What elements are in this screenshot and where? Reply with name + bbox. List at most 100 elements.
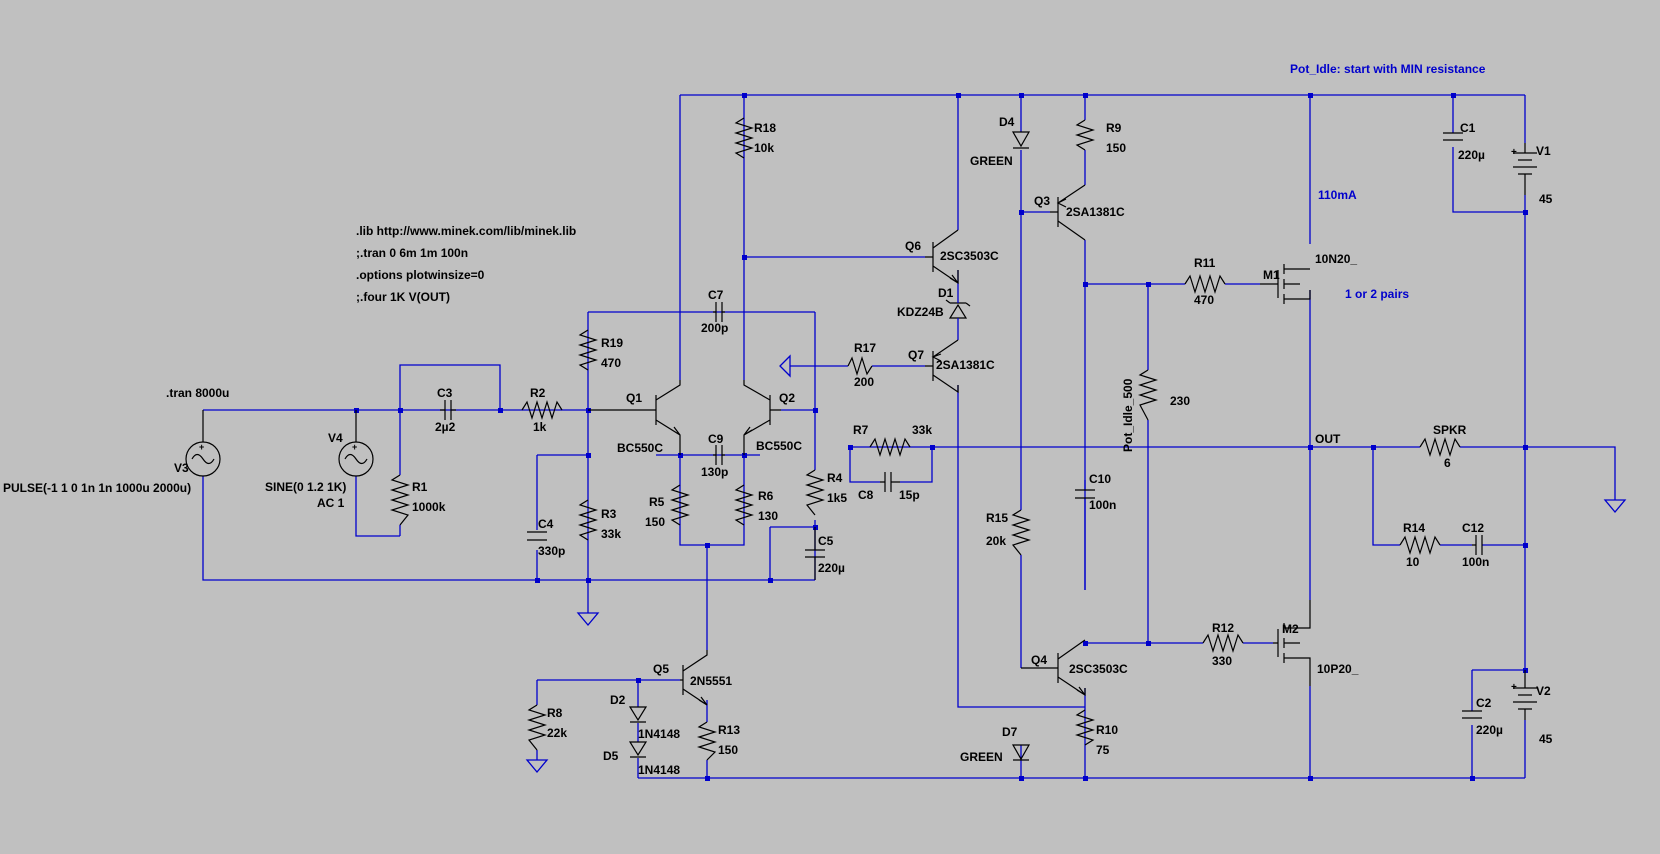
v3-source[interactable]: + <box>185 410 221 477</box>
q3-ref: Q3 <box>1034 194 1050 208</box>
v4-source[interactable]: + <box>338 410 374 477</box>
c7-ref: C7 <box>708 288 724 302</box>
r14-ref: R14 <box>1403 521 1425 535</box>
d4-ref: D4 <box>999 115 1015 129</box>
r18-value: 10k <box>754 141 774 155</box>
svg-text:+: + <box>352 442 357 452</box>
c10-value: 100n <box>1089 498 1116 512</box>
r2-ref: R2 <box>530 386 546 400</box>
r4-ref: R4 <box>827 471 843 485</box>
r4-value: 1k5 <box>827 491 847 505</box>
q7-ref: Q7 <box>908 348 924 362</box>
c12-ref: C12 <box>1462 521 1484 535</box>
d5-ref: D5 <box>603 749 619 763</box>
d7-ref: D7 <box>1002 725 1018 739</box>
r9-ref: R9 <box>1106 121 1122 135</box>
c4-value: 330p <box>538 544 565 558</box>
note-pairs: 1 or 2 pairs <box>1345 287 1409 301</box>
c2-ref: C2 <box>1476 696 1492 710</box>
component-labels: V3 PULSE(-1 1 0 1n 1n 1000u 2000u) V4 SI… <box>3 115 1553 777</box>
v3-ref: V3 <box>174 461 189 475</box>
r15-ref: R15 <box>986 511 1008 525</box>
d4-value: GREEN <box>970 154 1013 168</box>
directive-lib[interactable]: .lib http://www.minek.com/lib/minek.lib <box>356 224 576 238</box>
r3-ref: R3 <box>601 507 617 521</box>
q1-ref: Q1 <box>626 391 642 405</box>
mosfets <box>1260 264 1311 686</box>
r8-value: 22k <box>547 726 567 740</box>
q6-value: 2SC3503C <box>940 249 999 263</box>
r12-value: 330 <box>1212 654 1232 668</box>
spice-directives[interactable]: .lib http://www.minek.com/lib/minek.lib … <box>166 224 576 400</box>
directive-tran[interactable]: .tran 8000u <box>166 386 229 400</box>
d1-value: KDZ24B <box>897 305 944 319</box>
diodes <box>628 131 1031 761</box>
r5-value: 150 <box>645 515 665 529</box>
pot-ref: Pot_Idle_500 <box>1121 378 1135 452</box>
batteries: + + <box>1511 143 1537 720</box>
svg-text:+: + <box>1511 147 1517 158</box>
r19-ref: R19 <box>601 336 623 350</box>
c4-ref: C4 <box>538 517 554 531</box>
r19-value: 470 <box>601 356 621 370</box>
ground-symbols <box>525 499 1627 774</box>
svg-text:+: + <box>199 442 204 452</box>
v4-value: SINE(0 1.2 1K) <box>265 480 346 494</box>
q6-ref: Q6 <box>905 239 921 253</box>
d1-ref: D1 <box>938 286 954 300</box>
q1-value: BC550C <box>617 441 663 455</box>
c9-ref: C9 <box>708 432 724 446</box>
c1-value: 220µ <box>1458 148 1485 162</box>
q5-ref: Q5 <box>653 662 669 676</box>
q2-ref: Q2 <box>779 391 795 405</box>
r18-ref: R18 <box>754 121 776 135</box>
r8-ref: R8 <box>547 706 563 720</box>
wires <box>202 94 1616 779</box>
directive-four-commented[interactable]: ;.four 1K V(OUT) <box>356 290 450 304</box>
notes: Pot_Idle: start with MIN resistance 110m… <box>1290 62 1486 446</box>
c9-value: 130p <box>701 465 728 479</box>
v1-ref: V1 <box>1536 144 1551 158</box>
q4-ref: Q4 <box>1031 653 1047 667</box>
d7-value: GREEN <box>960 750 1003 764</box>
junctions <box>354 93 1528 781</box>
directive-tran-commented[interactable]: ;.tran 0 6m 1m 100n <box>356 246 468 260</box>
q5-value: 2N5551 <box>690 674 732 688</box>
c8-ref: C8 <box>858 488 874 502</box>
r15-value: 20k <box>986 534 1006 548</box>
r14-value: 10 <box>1406 555 1420 569</box>
c10-ref: C10 <box>1089 472 1111 486</box>
r7-ref: R7 <box>853 423 869 437</box>
resistors <box>389 117 1461 761</box>
v4-ref: V4 <box>328 431 343 445</box>
directive-options[interactable]: .options plotwinsize=0 <box>356 268 485 282</box>
q4-value: 2SC3503C <box>1069 662 1128 676</box>
q3-value: 2SA1381C <box>1066 205 1125 219</box>
r10-ref: R10 <box>1096 723 1118 737</box>
m1-ref: M1 <box>1263 268 1280 282</box>
pot-value: 230 <box>1170 394 1190 408</box>
capacitors <box>440 132 1483 719</box>
spkr-ref: SPKR <box>1433 423 1467 437</box>
r6-value: 130 <box>758 509 778 523</box>
d2-ref: D2 <box>610 693 626 707</box>
note-current: 110mA <box>1318 188 1357 202</box>
svg-text:+: + <box>1511 682 1517 693</box>
v1-value: 45 <box>1539 192 1553 206</box>
net-label-out: OUT <box>1315 432 1341 446</box>
c3-value: 2µ2 <box>435 420 456 434</box>
transistors <box>588 184 1086 706</box>
c5-value: 220µ <box>818 561 845 575</box>
r5-ref: R5 <box>649 495 665 509</box>
r3-value: 33k <box>601 527 621 541</box>
r6-ref: R6 <box>758 489 774 503</box>
c8-value: 15p <box>899 488 920 502</box>
q7-value: 2SA1381C <box>936 358 995 372</box>
r12-ref: R12 <box>1212 621 1234 635</box>
v2-ref: V2 <box>1536 684 1551 698</box>
d5-value: 1N4148 <box>638 763 680 777</box>
c7-value: 200p <box>701 321 728 335</box>
r17-ref: R17 <box>854 341 876 355</box>
r1-ref: R1 <box>412 480 428 494</box>
